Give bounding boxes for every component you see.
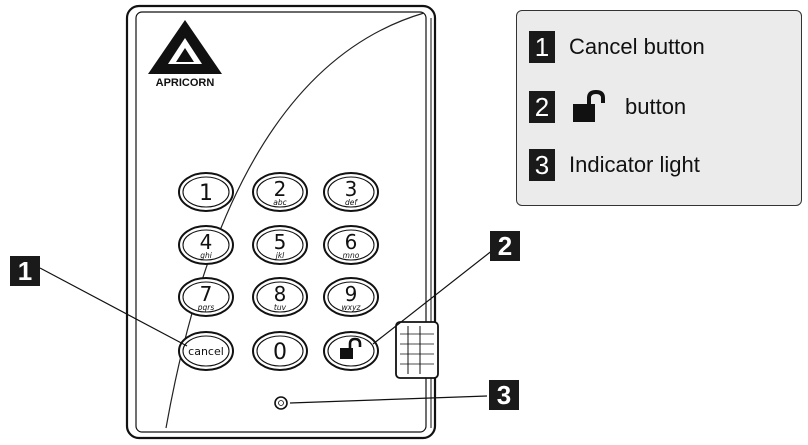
leader-line-3 [289, 395, 488, 404]
unlock-icon [573, 90, 605, 122]
key-letters: def [345, 198, 358, 207]
key-label: cancel [188, 345, 224, 358]
callout-3: 3 [489, 380, 519, 410]
logo-text: APRICORN [156, 77, 215, 89]
key-0[interactable]: 0 [252, 331, 308, 371]
leader-lines [39, 245, 499, 404]
legend-number-2: 2 [529, 91, 555, 123]
leader-line-2 [372, 245, 499, 345]
key-digit: 3 [345, 177, 358, 201]
leader-line-1 [39, 267, 188, 347]
apricorn-logo: APRICORN [148, 20, 222, 89]
legend-item-2: 2 button [529, 90, 687, 123]
callout-2: 2 [490, 231, 520, 261]
legend-text-1: Cancel button [569, 34, 705, 59]
key-letters: tuv [274, 303, 287, 312]
key-digit: 4 [200, 230, 213, 254]
unlock-icon [340, 337, 362, 359]
key-letters: mno [343, 251, 360, 260]
key-digit: 5 [274, 230, 287, 254]
indicator-light [274, 396, 288, 410]
key-digit: 0 [273, 340, 287, 365]
key-digit: 7 [200, 282, 213, 306]
key-digit: 9 [345, 282, 358, 306]
key-letters: wxyz [342, 303, 362, 312]
key-letters: jkl [275, 251, 285, 260]
usb-connector [395, 321, 439, 379]
key-unlock[interactable] [323, 331, 379, 371]
key-letters: pqrs [197, 303, 215, 312]
key-digit: 6 [345, 230, 358, 254]
key-letters: abc [273, 198, 287, 207]
legend-item-3: 3 Indicator light [529, 149, 700, 181]
key-1[interactable]: 1 [178, 172, 234, 212]
legend-box: 1 Cancel button 2 button 3 Indicator lig… [516, 10, 802, 206]
callout-1: 1 [10, 256, 40, 286]
legend-number-3: 3 [529, 149, 555, 181]
key-digit: 1 [199, 181, 213, 206]
key-digit: 8 [274, 282, 287, 306]
legend-text-3: Indicator light [569, 152, 700, 177]
key-cancel[interactable]: cancel [178, 331, 234, 371]
key-digit: 2 [274, 177, 287, 201]
legend-text-2: button [625, 94, 687, 119]
legend-item-1: 1 Cancel button [529, 31, 705, 63]
device-casing [125, 4, 437, 440]
legend-number-1: 1 [529, 31, 555, 63]
key-letters: ghi [200, 251, 213, 260]
